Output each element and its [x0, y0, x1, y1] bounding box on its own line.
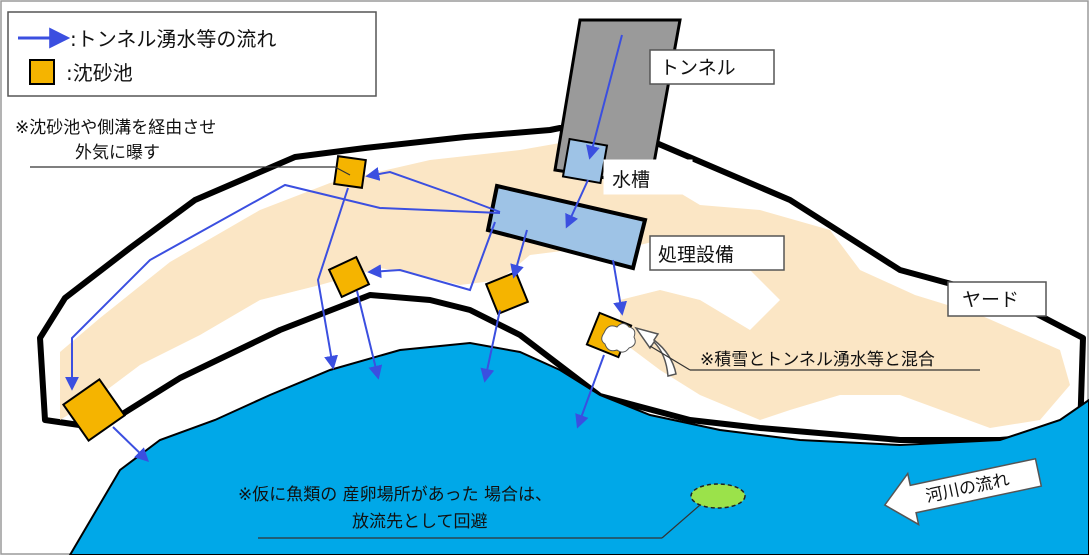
settling-pond — [484, 270, 530, 316]
legend: :トンネル湧水等の流れ :沈砂池 — [7, 11, 377, 97]
treatment-label: 処理設備 — [658, 244, 734, 266]
flow-arrow — [586, 34, 623, 160]
yard-label-box: ヤード — [947, 281, 1047, 317]
yard-beige-ground — [60, 143, 1070, 428]
treatment-label-box: 処理設備 — [649, 235, 785, 271]
snow-mix-note: ※積雪とトンネル湧水等と混合 — [700, 350, 935, 370]
settling-pond — [327, 255, 371, 299]
legend-pond-icon — [29, 59, 55, 85]
spawning-note-leader — [661, 504, 701, 539]
legend-flow-label: :トンネル湧水等の流れ — [70, 27, 276, 51]
tank-label: 水槽 — [612, 169, 650, 191]
snow-mix-arrow-icon — [634, 326, 677, 377]
spawning-note-line2: 放流先として回避 — [352, 512, 488, 532]
yard-label: ヤード — [962, 289, 1019, 311]
flow-arrow — [112, 426, 150, 462]
spawning-area — [690, 483, 746, 509]
flow-arrow — [510, 229, 528, 279]
flow-arrow — [367, 221, 496, 292]
river — [68, 341, 1089, 555]
snow-icon — [601, 323, 636, 353]
aeration-note-line1: ※沈砂池や側溝を経由させ — [15, 118, 216, 138]
flow-arrow — [365, 167, 501, 213]
tunnel-label-box: トンネル — [649, 49, 775, 85]
flow-arrows — [65, 34, 628, 462]
tunnel-label: トンネル — [660, 57, 736, 79]
spawning-note-line1: ※仮に魚類の 産卵場所があった 場合は、 — [238, 485, 552, 505]
flow-arrow — [356, 290, 383, 380]
aeration-note-line2: 外気に曝す — [75, 143, 160, 163]
settling-pond — [333, 155, 367, 189]
flow-arrow — [575, 354, 605, 429]
settling-pond — [61, 377, 127, 443]
flow-arrow — [316, 187, 349, 370]
tank-label-box: 水槽 — [603, 159, 693, 195]
water-tank — [561, 137, 609, 185]
flow-arrow — [480, 309, 501, 383]
legend-pond-label: :沈砂池 — [66, 61, 133, 85]
flow-arrow — [612, 259, 628, 316]
aeration-note-leader — [334, 166, 351, 176]
snow-mix-note-leader — [649, 345, 691, 371]
flow-arrow — [65, 183, 501, 391]
flow-arrow — [565, 179, 589, 229]
